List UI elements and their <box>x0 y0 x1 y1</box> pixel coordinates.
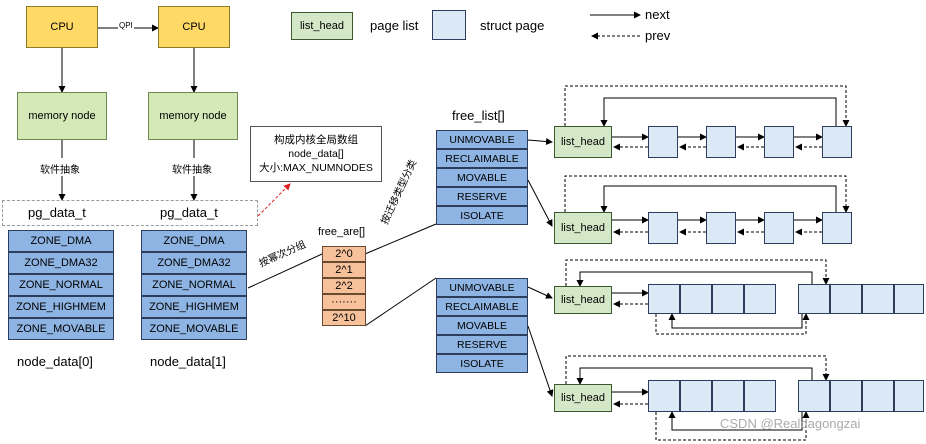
cpu-0-label: CPU <box>50 21 74 33</box>
free-list-title: free_list[] <box>452 108 505 123</box>
memory-node-0-label: memory node <box>28 110 96 122</box>
cpu-1: CPU <box>158 6 230 48</box>
struct-page <box>712 380 744 412</box>
list-head-1-label: list_head <box>560 136 606 148</box>
order-cell: 2^0 <box>322 246 366 262</box>
order-cell: 2^2 <box>322 278 366 294</box>
zone-cell: ZONE_DMA <box>141 230 247 252</box>
struct-page <box>822 126 852 158</box>
migrate-cell: RESERVE <box>436 187 528 206</box>
struct-page <box>744 284 776 314</box>
watermark: CSDN @Realdagongzai <box>720 416 861 431</box>
struct-page <box>894 284 924 314</box>
list-head-1: list_head <box>554 126 612 158</box>
migrate-cell: ISOLATE <box>436 206 528 225</box>
note-line-2: node_data[] <box>288 148 344 160</box>
order-cell: 2^10 <box>322 310 366 326</box>
migrate-cell: UNMOVABLE <box>436 278 528 297</box>
struct-page <box>706 126 736 158</box>
struct-page <box>862 284 894 314</box>
legend-list-head: list_head <box>291 12 353 40</box>
list-head-4-label: list_head <box>560 392 606 404</box>
zone-cell: ZONE_NORMAL <box>8 274 114 296</box>
list-head-2-label: list_head <box>560 222 606 234</box>
legend-next: next <box>645 7 670 22</box>
node-data-label-0: node_data[0] <box>17 354 93 369</box>
struct-page <box>648 126 678 158</box>
zone-cell: ZONE_HIGHMEM <box>8 296 114 318</box>
node-data-label-1: node_data[1] <box>150 354 226 369</box>
cpu-1-label: CPU <box>182 21 206 33</box>
list-head-4: list_head <box>554 384 612 412</box>
zone-cell: ZONE_HIGHMEM <box>141 296 247 318</box>
global-array-note: 构成内核全局数组 node_data[] 大小:MAX_NUMNODES <box>250 126 382 182</box>
zone-cell: ZONE_DMA <box>8 230 114 252</box>
zone-cell: ZONE_MOVABLE <box>8 318 114 340</box>
zone-cell: ZONE_NORMAL <box>141 274 247 296</box>
struct-page <box>648 212 678 244</box>
qpi-label: QPI <box>118 21 134 30</box>
zone-cell: ZONE_DMA32 <box>8 252 114 274</box>
memory-node-1: memory node <box>148 92 238 140</box>
migrate-cell: UNMOVABLE <box>436 130 528 149</box>
migrate-cell: RECLAIMABLE <box>436 149 528 168</box>
pg-data-band <box>2 200 258 226</box>
struct-page <box>798 380 830 412</box>
order-cell: 2^1 <box>322 262 366 278</box>
note-line-3: 大小:MAX_NUMNODES <box>259 162 373 174</box>
memory-node-0: memory node <box>17 92 107 140</box>
struct-page <box>712 284 744 314</box>
struct-page <box>764 126 794 158</box>
legend-struct-page: struct page <box>480 18 545 33</box>
struct-page <box>764 212 794 244</box>
migrate-cell: MOVABLE <box>436 168 528 187</box>
note-line-1: 构成内核全局数组 <box>274 134 358 146</box>
struct-page <box>706 212 736 244</box>
legend-prev: prev <box>645 28 671 43</box>
abstraction-label-1: 软件抽象 <box>172 165 212 176</box>
struct-page <box>744 380 776 412</box>
legend-struct-page-swatch <box>432 10 466 40</box>
struct-page <box>680 380 712 412</box>
cpu-0: CPU <box>26 6 98 48</box>
migrate-cell: RECLAIMABLE <box>436 297 528 316</box>
pg-data-label-1: pg_data_t <box>160 205 218 220</box>
zone-cell: ZONE_MOVABLE <box>141 318 247 340</box>
legend-page-list: page list <box>370 18 419 33</box>
order-cell: ······· <box>322 294 366 310</box>
migrate-cell: RESERVE <box>436 335 528 354</box>
migrate-cell: MOVABLE <box>436 316 528 335</box>
struct-page <box>862 380 894 412</box>
struct-page <box>830 380 862 412</box>
struct-page <box>648 380 680 412</box>
free-area-title: free_are[] <box>318 226 366 238</box>
legend-list-head-text: list_head <box>299 20 345 32</box>
list-head-3-label: list_head <box>560 294 606 306</box>
struct-page <box>830 284 862 314</box>
struct-page <box>822 212 852 244</box>
memory-node-1-label: memory node <box>159 110 227 122</box>
zone-cell: ZONE_DMA32 <box>141 252 247 274</box>
list-head-2: list_head <box>554 212 612 244</box>
list-head-3: list_head <box>554 286 612 314</box>
struct-page <box>894 380 924 412</box>
struct-page <box>798 284 830 314</box>
pg-data-label-0: pg_data_t <box>28 205 86 220</box>
struct-page <box>648 284 680 314</box>
abstraction-label-0: 软件抽象 <box>40 165 80 176</box>
struct-page <box>680 284 712 314</box>
migrate-cell: ISOLATE <box>436 354 528 373</box>
